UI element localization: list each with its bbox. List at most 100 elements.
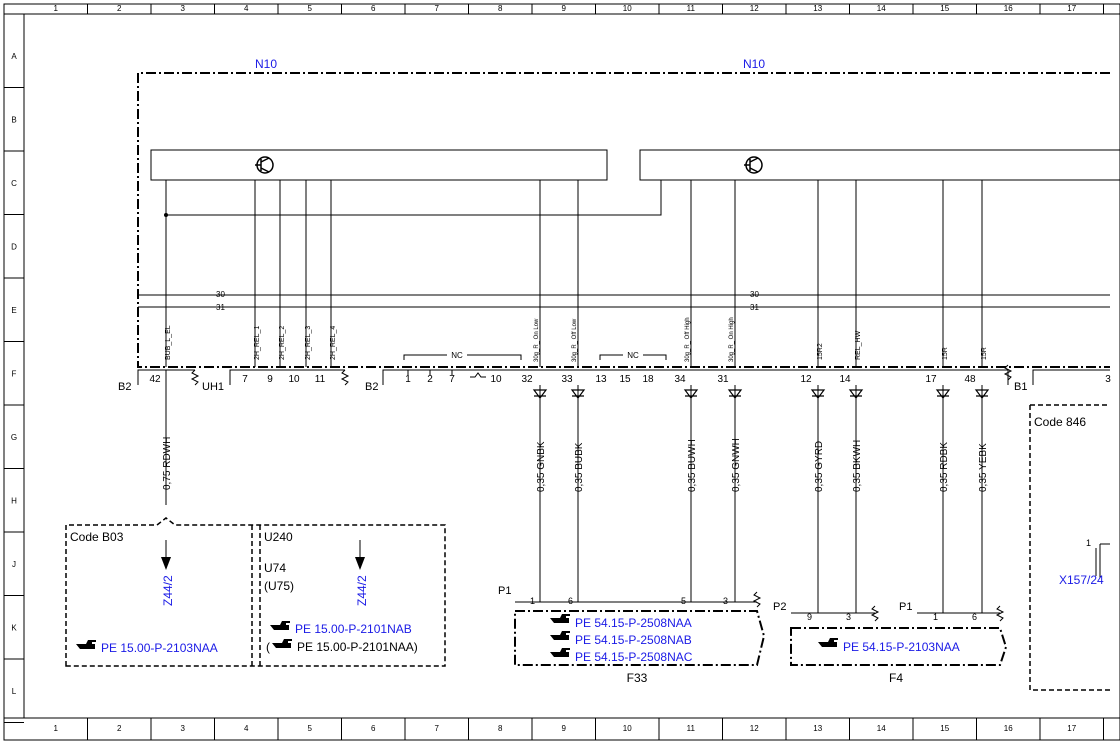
grid-column-label: 13: [813, 724, 822, 733]
external-wires: [165, 370, 983, 613]
pin-number: 15: [619, 374, 631, 385]
f4-plug: P2: [773, 601, 786, 613]
pin-stubs: [407, 370, 486, 378]
break-mark: [1003, 364, 1013, 381]
grid-column-label: 8: [498, 724, 503, 733]
pin-number: 32: [521, 374, 533, 385]
f4-box: [790, 627, 1008, 666]
bus-label-31: 31: [216, 303, 225, 312]
pointing-hand-icon: [818, 638, 838, 647]
pin-number: 13: [595, 374, 607, 385]
bus-label-30: 30: [216, 290, 225, 299]
grid-row-label: E: [11, 306, 16, 315]
grid-column-label: 10: [623, 724, 632, 733]
pin-number: 17: [925, 374, 937, 385]
pin-number: 42: [149, 374, 161, 385]
grid-column-label: 12: [750, 724, 759, 733]
grid-row-label: G: [11, 433, 17, 442]
link-pe[interactable]: PE 54.15-P-2103NAA: [843, 640, 960, 654]
grid-column-label: 17: [1067, 4, 1076, 13]
pointing-hand-icon: [272, 639, 292, 648]
component-label[interactable]: F4: [889, 671, 903, 685]
wire-label: 0,35 GNBK: [536, 441, 547, 492]
pin-number: 7: [449, 374, 455, 385]
pin-number: 34: [674, 374, 686, 385]
transistor-icon: [744, 156, 763, 174]
connector-label[interactable]: UH1: [202, 381, 224, 393]
connector-label[interactable]: B2: [118, 381, 131, 393]
pin-number: 6: [568, 596, 573, 606]
pin-number: 11: [315, 374, 326, 385]
pin-number: 10: [288, 374, 300, 385]
grid-row-label: F: [12, 369, 17, 378]
pin-number: 5: [681, 596, 686, 606]
transistor-icon: [255, 156, 274, 174]
pointing-hand-icon: [76, 640, 96, 649]
grid-column-label: 3: [181, 724, 186, 733]
link-pe[interactable]: PE 54.15-P-2508NAA: [575, 616, 692, 630]
link-z44[interactable]: Z44/2: [355, 575, 369, 606]
grid-column-label: 2: [117, 4, 122, 13]
nc-label: NC: [451, 351, 463, 360]
grid-row-label: L: [12, 687, 17, 696]
pin-number: 1: [1086, 538, 1091, 548]
pin-number: 3: [846, 612, 851, 622]
signal-label: BUB_L_EL: [165, 325, 172, 360]
wire-label: 0,35 BUWH: [687, 439, 698, 492]
grid-column-label: 14: [877, 4, 886, 13]
code846-box: [1029, 404, 1110, 691]
connector-label[interactable]: B1: [1014, 381, 1027, 393]
grid-row-label: J: [12, 560, 16, 569]
link-pe[interactable]: PE 54.15-P-2508NAC: [575, 650, 693, 664]
arrow-down-icon: [161, 540, 171, 570]
break-mark: [870, 605, 880, 622]
pin-number: 12: [800, 374, 812, 385]
grid-column-label: 1: [54, 724, 59, 733]
grid-column-label: 5: [308, 724, 313, 733]
grid-column-label: 2: [117, 724, 122, 733]
connector-b2-left: [137, 369, 195, 385]
link-pe[interactable]: PE 15.00-P-2103NAA: [101, 641, 218, 655]
pin-number: 9: [267, 374, 273, 385]
signal-label: 2H_REL_2: [279, 326, 286, 360]
wire-label: 0,35 YEBK: [978, 443, 989, 492]
pin-number: 10: [490, 374, 502, 385]
link-pe[interactable]: PE 54.15-P-2508NAB: [575, 633, 692, 647]
box-code846: Code 846: [1034, 415, 1086, 429]
frame-outer: [3, 3, 1120, 741]
box-code-b03: Code B03: [70, 530, 124, 544]
bus-label-30: 30: [750, 290, 759, 299]
link-pe[interactable]: PE 15.00-P-2101NAA): [297, 640, 418, 654]
link-x157[interactable]: X157/24: [1059, 573, 1104, 587]
pin-number: 6: [972, 612, 977, 622]
pin-number: 9: [807, 612, 812, 622]
grid-column-label: 5: [308, 4, 313, 13]
pin-number: 1: [530, 596, 535, 606]
grid-row-label: K: [11, 623, 17, 632]
pin-number: 1: [405, 374, 411, 385]
pin-number: 14: [839, 374, 851, 385]
pointing-hand-icon: [550, 631, 570, 640]
pin-number: 1: [933, 612, 938, 622]
link-pe[interactable]: PE 15.00-P-2101NAB: [295, 622, 412, 636]
connector-label[interactable]: B2: [365, 381, 378, 393]
module-label-right[interactable]: N10: [743, 57, 765, 71]
break-mark: [995, 605, 1005, 622]
grid-column-label: 17: [1067, 724, 1076, 733]
grid-column-label: 9: [562, 724, 567, 733]
grid-row-label: H: [11, 496, 17, 505]
signal-label: 2H_REL_4: [330, 326, 337, 360]
pin-number: 7: [242, 374, 248, 385]
box-u74: U74: [264, 561, 286, 575]
module-label-left[interactable]: N10: [255, 57, 277, 71]
link-z44[interactable]: Z44/2: [161, 575, 175, 606]
grid-column-label: 15: [940, 724, 949, 733]
grid-column-label: 12: [750, 4, 759, 13]
paren-open: (: [266, 640, 270, 654]
pin-number: 2: [427, 374, 433, 385]
signal-label: REL_HW: [855, 330, 862, 360]
pointing-hand-icon: [550, 614, 570, 623]
grid-column-label: 11: [687, 4, 696, 13]
component-label[interactable]: F33: [627, 671, 648, 685]
